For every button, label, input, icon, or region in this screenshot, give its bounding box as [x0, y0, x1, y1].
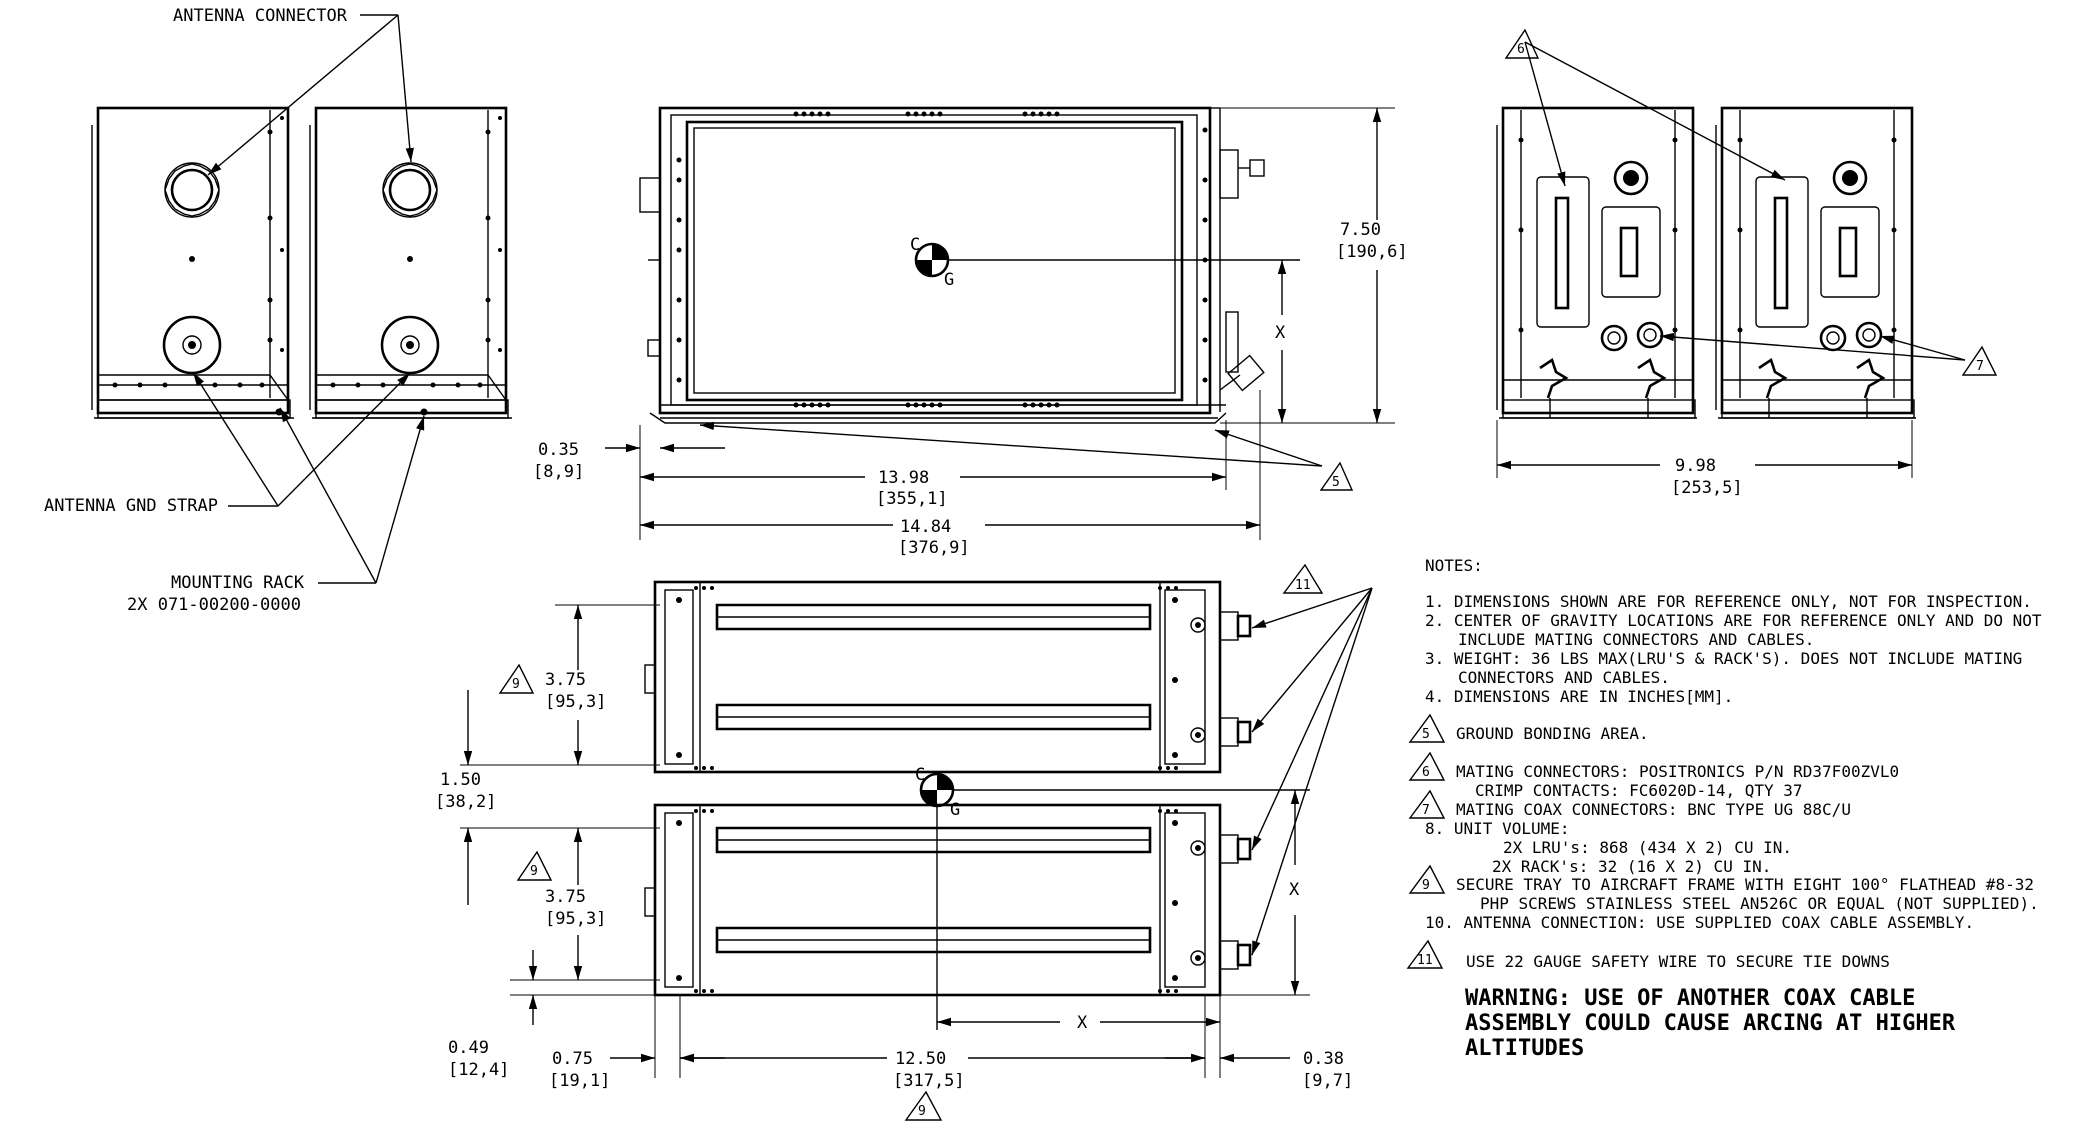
warning-line-2: ASSEMBLY COULD CAUSE ARCING AT HIGHER: [1465, 1011, 1956, 1036]
svg-text:12.50: 12.50: [895, 1049, 946, 1069]
vent-holes: [676, 111, 1208, 408]
svg-text:7: 7: [1976, 359, 1984, 374]
flag-9-upper: 9: [498, 663, 535, 694]
tray-upper: [644, 580, 1252, 774]
antenna-connector-label: ANTENNA CONNECTOR: [173, 6, 348, 26]
lru-rear-view-1: [1496, 106, 1697, 419]
svg-text:C: C: [915, 765, 925, 785]
flag-6: 6: [1504, 28, 1786, 187]
svg-text:0.75: 0.75: [552, 1049, 593, 1069]
svg-text:11: 11: [1295, 578, 1311, 593]
lru-front-view-1: [91, 106, 294, 419]
svg-text:9: 9: [512, 677, 520, 692]
svg-text:X: X: [1275, 323, 1286, 343]
svg-text:[317,5]: [317,5]: [893, 1071, 965, 1091]
svg-text:CRIMP CONTACTS: FC6020D-14, QT: CRIMP CONTACTS: FC6020D-14, QTY 37: [1475, 781, 1803, 800]
svg-text:8. UNIT VOLUME:: 8. UNIT VOLUME:: [1425, 819, 1570, 838]
svg-text:5: 5: [1422, 727, 1430, 742]
svg-text:[9,7]: [9,7]: [1302, 1071, 1353, 1091]
svg-text:10. ANTENNA CONNECTION: USE SU: 10. ANTENNA CONNECTION: USE SUPPLIED COA…: [1425, 913, 1974, 932]
svg-text:3.75: 3.75: [545, 887, 586, 907]
flag-5: 5: [699, 421, 1354, 491]
warning-line-1: WARNING: USE OF ANOTHER COAX CABLE: [1465, 986, 1915, 1011]
svg-text:9: 9: [1422, 878, 1430, 893]
svg-text:9.98: 9.98: [1675, 456, 1716, 476]
svg-text:[38,2]: [38,2]: [435, 792, 496, 812]
svg-text:PHP SCREWS STAINLESS STEEL AN5: PHP SCREWS STAINLESS STEEL AN526C OR EQU…: [1480, 894, 2039, 913]
svg-text:1.50: 1.50: [440, 770, 481, 790]
mounting-rack-pn: 2X 071-00200-0000: [127, 595, 301, 615]
side-view: C G 7.50 [190,6] X 0.35 [8,9] 13.98 [355…: [533, 106, 1408, 558]
svg-text:G: G: [950, 800, 960, 820]
svg-text:11: 11: [1417, 953, 1433, 968]
svg-text:USE 22 GAUGE SAFETY WIRE TO SE: USE 22 GAUGE SAFETY WIRE TO SECURE TIE D…: [1466, 952, 1890, 971]
notes-title: NOTES:: [1425, 556, 1483, 575]
svg-text:4. DIMENSIONS ARE IN INCHES[MM: 4. DIMENSIONS ARE IN INCHES[MM].: [1425, 687, 1733, 706]
svg-text:MATING CONNECTORS: POSITRONICS: MATING CONNECTORS: POSITRONICS P/N RD37F…: [1456, 762, 1899, 781]
svg-text:0.38: 0.38: [1303, 1049, 1344, 1069]
warning-line-3: ALTITUDES: [1465, 1036, 1584, 1061]
svg-text:[253,5]: [253,5]: [1671, 478, 1743, 498]
svg-text:2X LRU's: 868 (434 X 2) CU I: 2X LRU's: 868 (434 X 2) CU IN.: [1503, 838, 1792, 857]
rear-view-pair: 6 7 9.98 [253,5]: [1496, 28, 1998, 498]
svg-text:14.84: 14.84: [900, 517, 951, 537]
svg-text:[355,1]: [355,1]: [876, 489, 948, 509]
antenna-gnd-strap-label: ANTENNA GND STRAP: [44, 496, 218, 516]
svg-text:5: 5: [1332, 475, 1340, 490]
svg-text:[190,6]: [190,6]: [1336, 242, 1408, 262]
svg-text:INCLUDE MATING CONNECTORS AND: INCLUDE MATING CONNECTORS AND CABLES.: [1458, 630, 1814, 649]
svg-text:3. WEIGHT: 36 LBS MAX(LRU'S &: 3. WEIGHT: 36 LBS MAX(LRU'S & RACK'S). D…: [1425, 649, 2022, 668]
svg-text:9: 9: [918, 1104, 926, 1119]
svg-text:G: G: [944, 270, 954, 290]
svg-text:X: X: [1289, 880, 1300, 900]
svg-text:[8,9]: [8,9]: [533, 462, 584, 482]
flag-9-lower: 9: [516, 850, 553, 881]
svg-text:9: 9: [530, 864, 538, 879]
svg-text:2. CENTER OF GRAVITY LOCATIONS: 2. CENTER OF GRAVITY LOCATIONS ARE FOR R…: [1425, 611, 2042, 630]
svg-text:7: 7: [1422, 803, 1430, 818]
svg-text:CONNECTORS AND CABLES.: CONNECTORS AND CABLES.: [1458, 668, 1670, 687]
notes-block: NOTES: 1. DIMENSIONS SHOWN ARE FOR REFER…: [1406, 556, 2042, 1061]
svg-text:X: X: [1077, 1013, 1088, 1033]
lru-rear-view-2: [1715, 106, 1916, 419]
svg-text:6: 6: [1422, 765, 1430, 780]
svg-text:2X RACK's: 32 (16 X 2) CU IN: 2X RACK's: 32 (16 X 2) CU IN.: [1492, 857, 1771, 876]
svg-text:C: C: [910, 235, 920, 255]
flag-11: 11: [1251, 563, 1373, 956]
svg-text:MATING COAX CONNECTORS: BNC TY: MATING COAX CONNECTORS: BNC TYPE UG 88C/…: [1456, 800, 1851, 819]
flag-9-bottom: 9: [904, 1090, 943, 1121]
svg-text:3.75: 3.75: [545, 670, 586, 690]
svg-text:7.50: 7.50: [1340, 220, 1381, 240]
svg-text:[376,9]: [376,9]: [898, 538, 970, 558]
svg-text:6: 6: [1517, 42, 1525, 57]
front-view-left-pair: ANTENNA CONNECTOR ANTENNA GND STRAP MOUN…: [44, 6, 512, 615]
svg-text:0.49: 0.49: [448, 1038, 489, 1058]
svg-text:GROUND BONDING AREA.: GROUND BONDING AREA.: [1456, 724, 1649, 743]
tray-lower: [644, 803, 1252, 997]
svg-text:[95,3]: [95,3]: [545, 692, 606, 712]
cg-symbol-side: C G: [910, 235, 1300, 290]
svg-text:[19,1]: [19,1]: [549, 1071, 610, 1091]
svg-text:[95,3]: [95,3]: [545, 909, 606, 929]
svg-text:13.98: 13.98: [878, 468, 929, 488]
svg-text:[12,4]: [12,4]: [448, 1060, 509, 1080]
top-view-trays: C G 11 X 3.75 [95,3] 9: [435, 563, 1373, 1121]
flag-7: 7: [1659, 332, 1998, 376]
svg-text:1. DIMENSIONS SHOWN ARE FOR RE: 1. DIMENSIONS SHOWN ARE FOR REFERENCE ON…: [1425, 592, 2032, 611]
svg-text:SECURE TRAY TO AIRCRAFT FRAME: SECURE TRAY TO AIRCRAFT FRAME WITH EIGHT…: [1456, 875, 2034, 894]
cg-symbol-top: C G: [915, 765, 1310, 1030]
mounting-rack-label: MOUNTING RACK: [171, 573, 305, 593]
svg-text:0.35: 0.35: [538, 440, 579, 460]
